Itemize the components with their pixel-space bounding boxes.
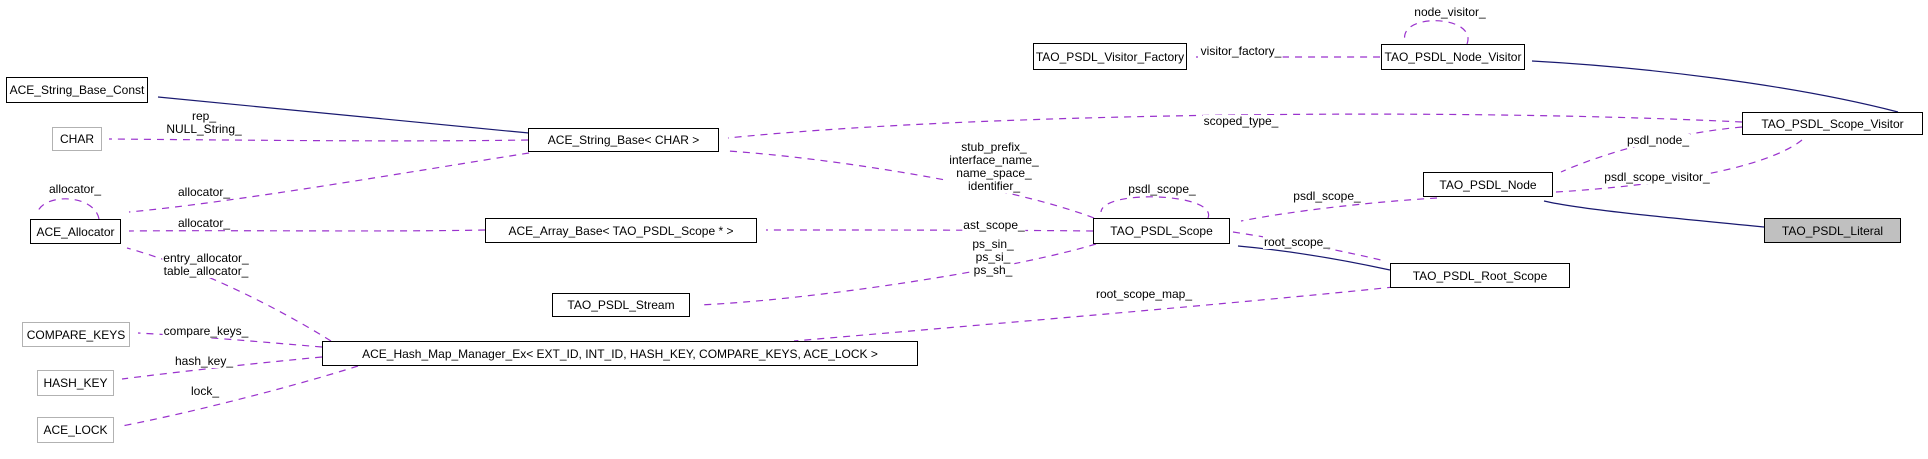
template-param-node-ace-lock[interactable]: ACE_LOCK: [37, 417, 114, 443]
class-node-tao-psdl-node-visitor[interactable]: TAO_PSDL_Node_Visitor: [1381, 44, 1525, 70]
edge-inheritance-rscope-scope: [1237, 245, 1391, 271]
class-node-tao-psdl-root-scope[interactable]: TAO_PSDL_Root_Scope: [1390, 263, 1570, 288]
edge-usage-sbase-char: [108, 138, 529, 142]
focus-class-node-tao-psdl-literal: TAO_PSDL_Literal: [1764, 218, 1901, 243]
edge-label-line: NULL_String_: [166, 122, 242, 136]
edge-usage-scope-sbase: [727, 150, 1095, 219]
edge-label-scope-string-members: stub_prefix_ interface_name_ name_space_…: [948, 140, 1040, 193]
class-node-tao-psdl-stream[interactable]: TAO_PSDL_Stream: [552, 293, 690, 317]
edge-label-allocator-sbase: allocator_: [176, 185, 232, 199]
class-node-ace-string-base[interactable]: ACE_String_Base< CHAR >: [528, 128, 719, 152]
class-node-tao-psdl-scope[interactable]: TAO_PSDL_Scope: [1093, 218, 1230, 244]
edge-label-ast-scope: ast_scope_: [962, 218, 1026, 232]
class-node-tao-psdl-scope-visitor[interactable]: TAO_PSDL_Scope_Visitor: [1742, 112, 1923, 135]
edge-label-line: entry_allocator_: [163, 251, 249, 265]
edge-usage-node-svisitor: [1555, 139, 1803, 193]
edge-inheritance-svisitor-nvisitor: [1531, 60, 1899, 113]
edge-label-psdl-node: psdl_node_: [1625, 133, 1691, 147]
edge-label-scoped-type: scoped_type_: [1202, 114, 1280, 128]
edge-label-compare-keys: compare_keys_: [162, 324, 250, 338]
edge-label-hash-key: hash_key_: [173, 354, 235, 368]
edge-label-line: identifier_: [967, 179, 1021, 193]
edge-label-psdl-scope-node: psdl_scope_: [1292, 189, 1362, 203]
edge-inheritance-sbase-const: [157, 96, 530, 134]
edge-usage-node-scope: [1240, 197, 1438, 222]
edge-usage-hmap-lock: [121, 365, 359, 427]
edge-label-allocator-self: allocator_: [47, 182, 103, 196]
edge-usage-scope-stream: [698, 243, 1097, 306]
template-param-node-hash-key[interactable]: HASH_KEY: [37, 370, 114, 396]
edge-label-psdl-scope-visitor: psdl_scope_visitor_: [1603, 170, 1711, 184]
edge-usage-alloc-self: [36, 198, 100, 220]
edge-label-line: table_allocator_: [163, 264, 249, 278]
edge-usage-scope-abase: [765, 229, 1094, 232]
edge-label-psdl-scope-self: psdl_scope_: [1127, 182, 1197, 196]
edge-usage-nvisitor-self: [1404, 20, 1469, 45]
template-param-node-compare-keys[interactable]: COMPARE_KEYS: [22, 322, 130, 347]
edge-label-node-visitor-self: node_visitor_: [1413, 5, 1487, 19]
edge-usage-hmap-ckeys: [137, 332, 323, 348]
edge-label-rep-null-string: rep_ NULL_String_: [165, 109, 243, 136]
edge-label-line: interface_name_: [949, 153, 1039, 167]
edge-label-line: ps_sh_: [973, 263, 1013, 277]
edge-label-allocator-abase: allocator_: [176, 216, 232, 230]
edge-label-line: stub_prefix_: [961, 140, 1027, 154]
edge-label-root-scope: root_scope_: [1262, 235, 1332, 249]
template-param-node-char[interactable]: CHAR: [52, 127, 102, 151]
edge-label-ps-group: ps_sin_ ps_si_ ps_sh_: [971, 237, 1015, 277]
class-node-tao-psdl-node[interactable]: TAO_PSDL_Node: [1423, 172, 1553, 197]
edge-usage-rscope-hmap: [793, 286, 1395, 342]
edge-label-visitor-factory: visitor_factory_: [1199, 44, 1283, 58]
class-node-tao-psdl-visitor-factory[interactable]: TAO_PSDL_Visitor_Factory: [1033, 43, 1187, 70]
edge-label-lock: lock_: [189, 384, 221, 398]
edge-usage-scope-self: [1100, 196, 1209, 219]
edge-usage-sbase-alloc: [128, 152, 530, 213]
edge-label-line: rep_: [191, 109, 217, 123]
edge-usage-abase-alloc: [128, 229, 486, 232]
edge-label-root-scope-map: root_scope_map_: [1094, 287, 1194, 301]
class-node-ace-allocator[interactable]: ACE_Allocator: [30, 219, 121, 244]
edge-usage-hmap-alloc: [126, 247, 332, 342]
edge-label-entry-table-allocator: entry_allocator_ table_allocator_: [162, 251, 250, 278]
edge-label-line: ps_si_: [975, 250, 1011, 264]
edge-label-line: ps_sin_: [972, 237, 1014, 251]
class-node-ace-hash-map-manager-ex[interactable]: ACE_Hash_Map_Manager_Ex< EXT_ID, INT_ID,…: [322, 341, 918, 366]
class-node-ace-array-base[interactable]: ACE_Array_Base< TAO_PSDL_Scope * >: [485, 218, 757, 243]
class-node-ace-string-base-const[interactable]: ACE_String_Base_Const: [6, 77, 148, 103]
edge-label-line: name_space_: [956, 166, 1032, 180]
edge-inheritance-literal-node: [1543, 200, 1765, 228]
